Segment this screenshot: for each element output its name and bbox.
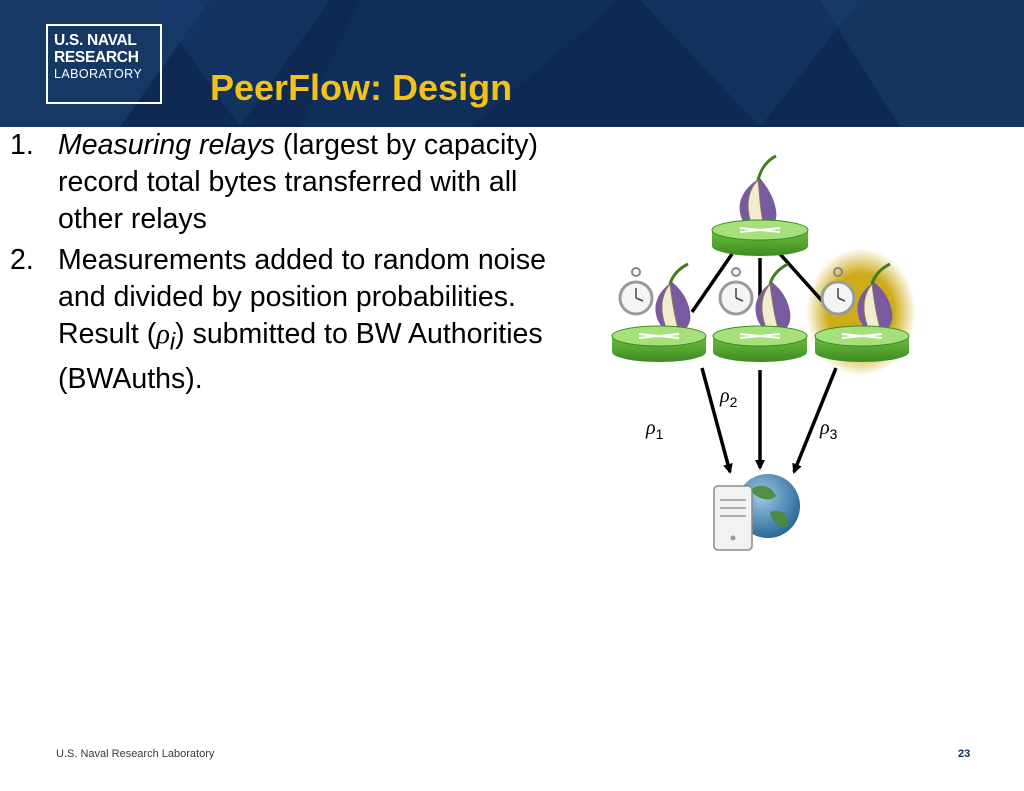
rho-symbol: ρ [156, 319, 170, 350]
arrow-rho3 [792, 367, 838, 474]
nrl-logo: U.S. NAVAL RESEARCH LABORATORY [46, 24, 162, 104]
arrow-rho1 [700, 367, 733, 474]
relay-top [711, 154, 809, 256]
header-background [0, 0, 1024, 127]
design-steps-list: 1. Measuring relays (largest by capacity)… [10, 127, 550, 398]
relay-right [814, 262, 910, 362]
bwauth-server-icon [713, 474, 800, 551]
peerflow-diagram: ρ1 ρ2 ρ3 [611, 154, 916, 551]
stopwatch-icon [718, 267, 754, 316]
server-tower [713, 485, 753, 551]
onion-icon [655, 262, 691, 332]
step-text: Measurements added to random noise and d… [58, 244, 546, 350]
router-icon [611, 325, 707, 362]
step-number: 2. [10, 244, 34, 276]
logo-line-2: RESEARCH [54, 49, 139, 66]
header-banner: U.S. NAVAL RESEARCH LABORATORY PeerFlow:… [0, 0, 1024, 127]
step-item-2: 2. Measurements added to random noise and… [10, 242, 550, 398]
relay-middle [712, 262, 808, 362]
page-number: 23 [958, 748, 971, 760]
rho-label-2: ρ2 [719, 385, 738, 410]
connection-line [690, 253, 734, 313]
router-icon [712, 325, 808, 362]
slide-title: PeerFlow: Design [210, 67, 513, 108]
rho-subscript: i [169, 328, 176, 356]
router-icon [711, 219, 809, 256]
step-emphasis: Measuring relays [58, 129, 276, 161]
footer-organization: U.S. Naval Research Laboratory [56, 748, 215, 760]
logo-line-1: U.S. NAVAL [54, 32, 137, 49]
stopwatch-icon [820, 267, 856, 316]
rho-label-3: ρ3 [819, 417, 838, 442]
step-item-1: 1. Measuring relays (largest by capacity)… [10, 127, 550, 238]
stopwatch-icon [618, 267, 654, 316]
router-icon [814, 325, 910, 362]
step-number: 1. [10, 129, 34, 161]
step-text: (largest by capacity) record total bytes… [58, 129, 538, 235]
relay-left [611, 262, 707, 362]
step-text-end: ) submitted to BW Authorities (BWAuths). [58, 318, 543, 395]
onion-icon [755, 262, 791, 332]
onion-icon [739, 154, 777, 230]
submission-arrows [700, 367, 838, 474]
logo-line-3: LABORATORY [54, 67, 143, 81]
rho-label-1: ρ1 [645, 417, 664, 442]
onion-icon [857, 262, 893, 332]
